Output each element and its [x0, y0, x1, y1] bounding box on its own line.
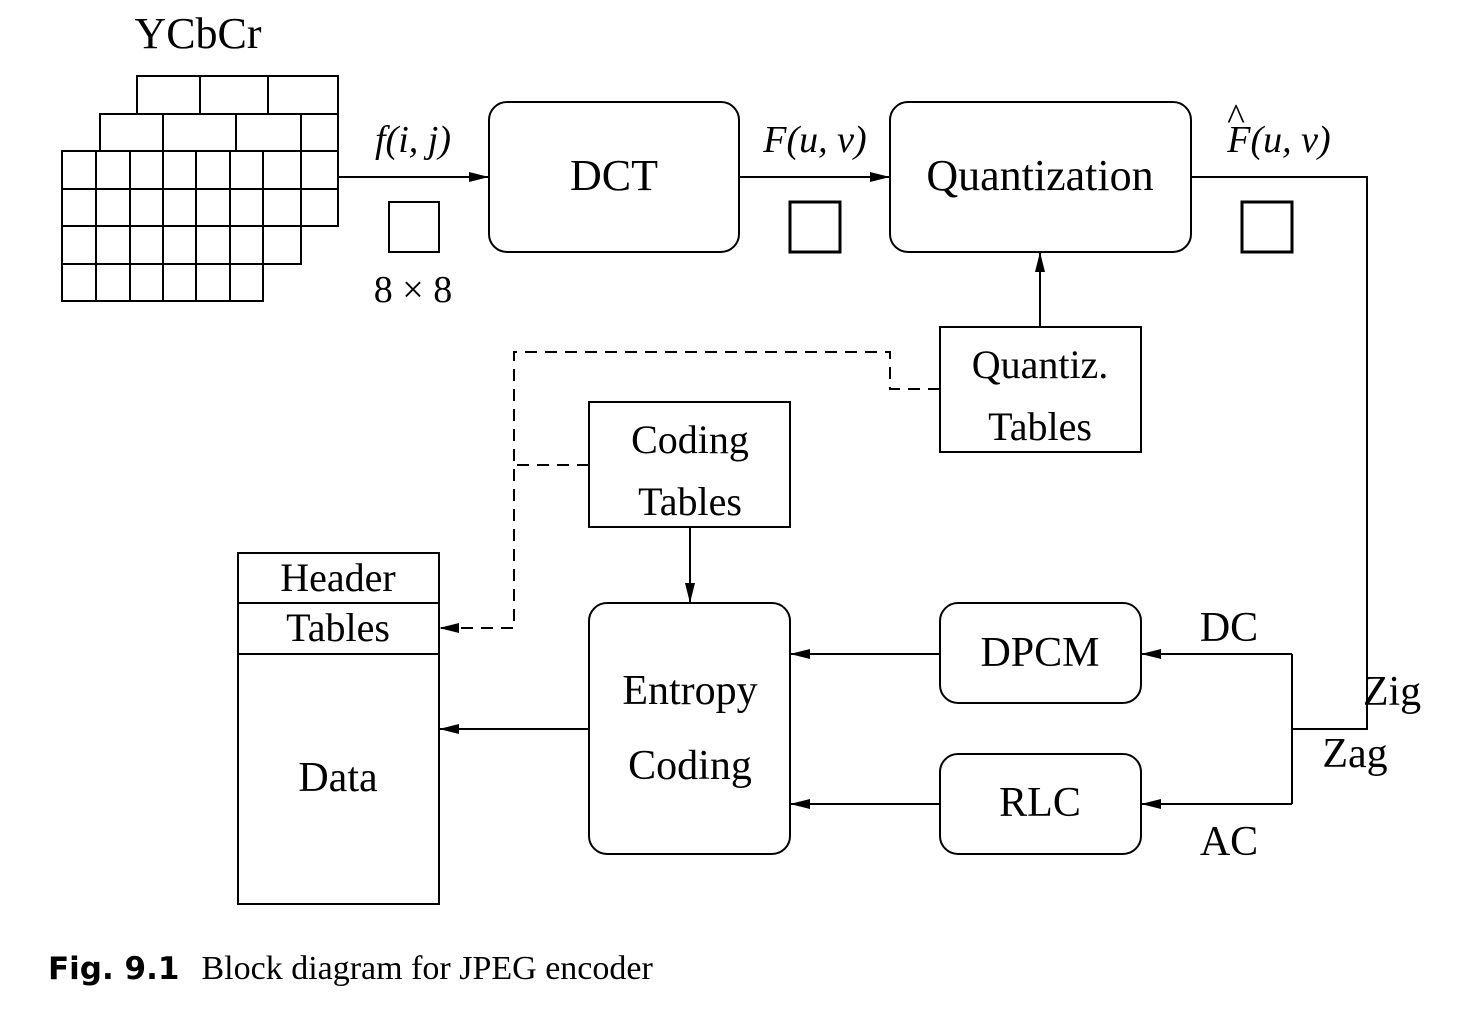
quantiz-tables-block	[939, 326, 1142, 453]
block-size-label: 8 × 8	[374, 269, 452, 311]
ac-label: AC	[1200, 819, 1258, 865]
figure-caption: Fig. 9.1 Block diagram for JPEG encoder	[48, 950, 653, 988]
dct-label: DCT	[570, 151, 658, 200]
coding-tables-label-line1: Coding	[631, 417, 749, 462]
zag-label: Zag	[1322, 731, 1387, 777]
block-8x8-icon	[388, 201, 440, 253]
coding-tables-block	[588, 401, 791, 528]
Fuv-label: F(u, v)	[762, 119, 866, 161]
ycbcr-plane-front	[61, 150, 264, 302]
Fhat-uv-label: F(u, v)	[1226, 119, 1330, 161]
zig-label: Zig	[1363, 669, 1421, 715]
figure-caption-text: Block diagram for JPEG encoder	[201, 950, 653, 987]
Fhat-accent: ^	[1227, 97, 1245, 139]
quantized-block-icon	[1240, 200, 1294, 254]
entropy-coding-label-line1: Entropy	[622, 668, 757, 714]
dpcm-label: DPCM	[980, 630, 1099, 676]
entropy-coding-label-line2: Coding	[628, 743, 752, 789]
dct-coeff-block-icon	[788, 200, 842, 254]
zigzag-path-line	[1191, 176, 1368, 730]
quantiz-tables-label-line2: Tables	[988, 404, 1092, 449]
tables-label: Tables	[286, 605, 390, 650]
header-label: Header	[280, 555, 395, 600]
entropy-coding-block	[588, 602, 791, 855]
dc-label: DC	[1200, 605, 1258, 651]
quantiz-tables-label-line1: Quantiz.	[972, 342, 1109, 387]
figure-number: Fig. 9.1	[48, 951, 180, 987]
data-label: Data	[298, 755, 378, 801]
dashed-quantiz-tables-line	[439, 351, 940, 633]
quantization-label: Quantization	[926, 151, 1153, 200]
rlc-label: RLC	[999, 780, 1081, 826]
ycbcr-label: YCbCr	[134, 9, 261, 58]
coding-tables-label-line2: Tables	[638, 479, 742, 524]
fij-label: f(i, j)	[375, 119, 451, 161]
